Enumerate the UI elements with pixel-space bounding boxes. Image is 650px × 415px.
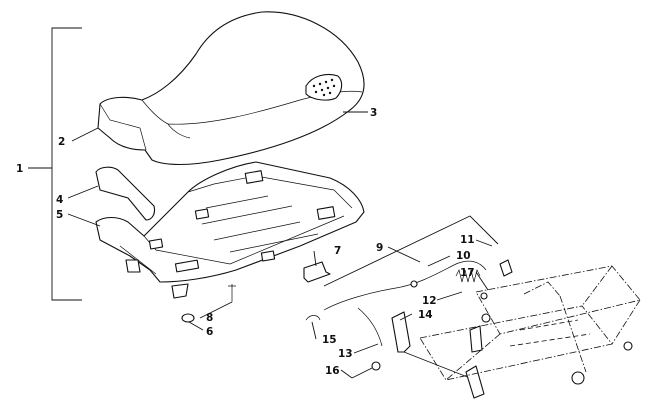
frame-reference — [419, 265, 641, 385]
callout-11: 11 — [460, 234, 475, 246]
callout-5: 5 — [56, 209, 63, 221]
seat-cushion — [97, 11, 365, 165]
bracket-clip — [303, 261, 331, 283]
leader-lines — [67, 111, 493, 379]
release-mechanism — [305, 215, 513, 399]
seat-base — [95, 161, 365, 299]
callout-3: 3 — [370, 107, 377, 119]
callout-14: 14 — [418, 309, 433, 321]
callout-9: 9 — [376, 242, 383, 254]
callout-12: 12 — [422, 295, 437, 307]
callout-6: 6 — [206, 326, 213, 338]
callout-labels: 1 2 3 4 5 6 7 8 9 10 11 12 13 14 15 16 1… — [16, 107, 475, 377]
callout-16: 16 — [325, 365, 340, 377]
callout-1: 1 — [16, 163, 23, 175]
trim-piece — [95, 166, 156, 221]
callout-7: 7 — [334, 245, 341, 257]
callout-13: 13 — [338, 348, 353, 360]
callout-17: 17 — [460, 267, 475, 279]
callout-10: 10 — [456, 250, 471, 262]
callout-8: 8 — [206, 312, 213, 324]
push-pin — [228, 284, 236, 302]
callout-15: 15 — [322, 334, 337, 346]
callout-2: 2 — [58, 136, 65, 148]
grip-texture — [312, 78, 336, 97]
assembly-bracket — [28, 27, 82, 301]
grommet — [181, 313, 195, 323]
callout-4: 4 — [56, 194, 63, 206]
